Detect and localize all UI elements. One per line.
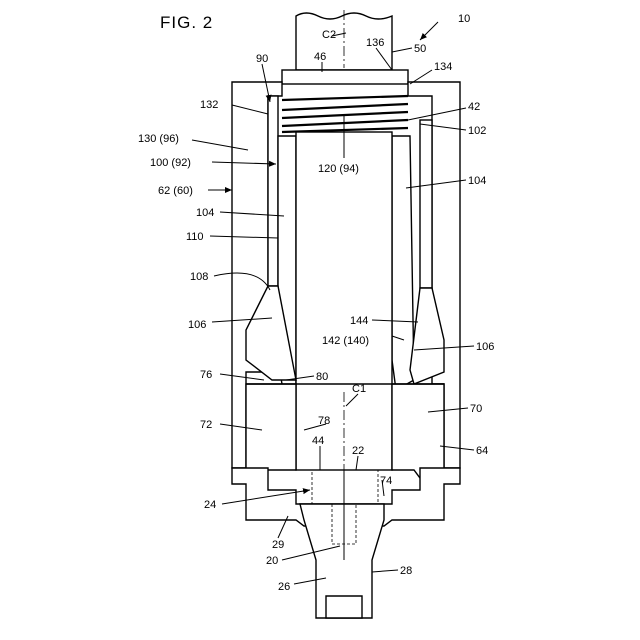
label-142: 142 (140) — [322, 335, 369, 347]
label-64: 64 — [476, 445, 488, 457]
label-132: 132 — [200, 99, 218, 111]
label-70: 70 — [470, 403, 482, 415]
label-24: 24 — [204, 499, 216, 511]
label-130: 130 (96) — [138, 133, 179, 145]
label-106-left: 106 — [188, 319, 206, 331]
label-72: 72 — [200, 419, 212, 431]
label-108: 108 — [190, 271, 208, 283]
label-10: 10 — [458, 13, 470, 25]
label-22: 22 — [352, 445, 364, 457]
label-134: 134 — [434, 61, 452, 73]
nozzle-tip-26 — [326, 596, 362, 618]
label-104-left: 104 — [196, 207, 214, 219]
holder-70-right — [392, 384, 444, 478]
label-29: 29 — [272, 539, 284, 551]
label-106-right: 106 — [476, 341, 494, 353]
label-28: 28 — [400, 565, 412, 577]
label-76: 76 — [200, 369, 212, 381]
inner-sleeve-left — [268, 96, 278, 286]
spring-42 — [282, 96, 408, 132]
label-144: 144 — [350, 315, 368, 327]
label-136: 136 — [366, 37, 384, 49]
flange-46 — [282, 70, 408, 84]
label-100: 100 (92) — [150, 157, 191, 169]
label-120: 120 (94) — [318, 163, 359, 175]
holder-72-left — [246, 384, 296, 478]
label-104-right: 104 — [468, 175, 486, 187]
hub-44 — [312, 470, 378, 504]
label-80: 80 — [316, 371, 328, 383]
label-20: 20 — [266, 555, 278, 567]
inner-sleeve-right — [420, 120, 432, 288]
label-74: 74 — [380, 475, 392, 487]
label-44: 44 — [312, 435, 324, 447]
arm-104-right — [392, 136, 414, 390]
label-26: 26 — [278, 581, 290, 593]
label-90: 90 — [256, 53, 268, 65]
label-42: 42 — [468, 101, 480, 113]
label-110: 110 — [186, 231, 204, 243]
label-c2: C2 — [322, 29, 336, 41]
figure-title: FIG. 2 — [160, 13, 213, 32]
label-46: 46 — [314, 51, 326, 63]
label-c1: C1 — [352, 383, 366, 395]
label-102: 102 — [468, 125, 486, 137]
label-78: 78 — [318, 415, 330, 427]
label-50: 50 — [414, 43, 426, 55]
label-62: 62 (60) — [158, 185, 193, 197]
